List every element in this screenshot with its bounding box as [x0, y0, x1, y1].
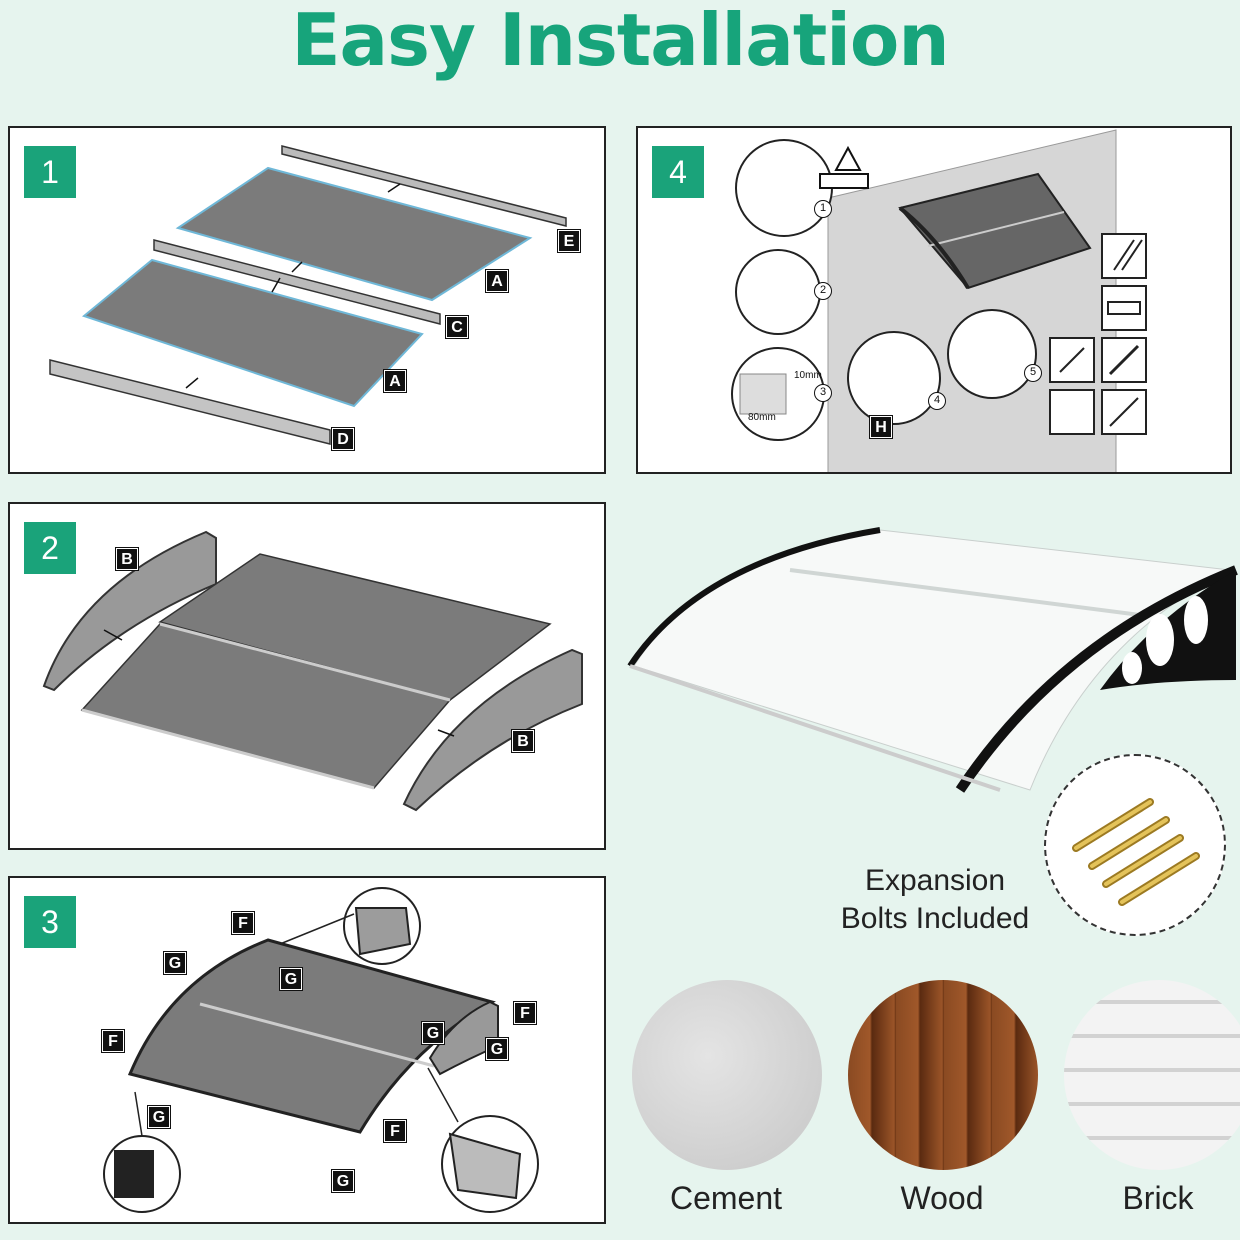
part-label-g-5: G [147, 1105, 171, 1129]
part-label-d: D [331, 427, 355, 451]
step-2-diagram [42, 530, 583, 812]
part-label-g-4: G [485, 1037, 509, 1061]
sub-step-5: 5 [1024, 364, 1042, 382]
step-2-panel: 2 B B [8, 502, 606, 850]
page-title: Easy Installation [291, 0, 949, 82]
depth-dimension: 10mm [794, 370, 822, 381]
step-number-1: 1 [24, 146, 76, 198]
part-label-g-6: G [331, 1169, 355, 1193]
brick-texture [1064, 980, 1240, 1170]
part-label-g-3: G [421, 1021, 445, 1045]
material-label-brick: Brick [1122, 1180, 1194, 1216]
part-label-g-2: G [279, 967, 303, 991]
sub-step-1: 1 [814, 200, 832, 218]
material-label-wood: Wood [900, 1180, 984, 1216]
step-number-4: 4 [652, 146, 704, 198]
step-3-diagram [103, 887, 539, 1213]
part-label-f-1: F [231, 911, 255, 935]
sub-step-2: 2 [814, 282, 832, 300]
part-label-g-1: G [163, 951, 187, 975]
material-label-cement: Cement [669, 1180, 783, 1216]
part-label-h: H [869, 415, 893, 439]
step-4-diagram [731, 129, 1147, 472]
step-4-panel: 4 1 2 3 4 5 10mm 80mm H [636, 126, 1232, 474]
part-label-f-4: F [383, 1119, 407, 1143]
step-1-panel: 1 E A C A D [8, 126, 606, 474]
sub-step-3: 3 [814, 384, 832, 402]
step-number-3: 3 [24, 896, 76, 948]
part-label-b-right: B [511, 729, 535, 753]
part-label-e: E [557, 229, 581, 253]
expansion-bolts-image [1044, 754, 1226, 936]
part-label-b-left: B [115, 547, 139, 571]
wood-texture [848, 980, 1038, 1170]
step-number-2: 2 [24, 522, 76, 574]
step-1-diagram [49, 145, 567, 445]
part-label-f-3: F [101, 1029, 125, 1053]
part-label-c: C [445, 315, 469, 339]
part-label-f-2: F [513, 1001, 537, 1025]
sub-step-4: 4 [928, 392, 946, 410]
part-label-a-lower: A [383, 369, 407, 393]
part-label-a-upper: A [485, 269, 509, 293]
cement-texture [632, 980, 822, 1170]
step-3-panel: 3 F G G F G G F G F G [8, 876, 606, 1224]
expansion-bolts-label: Expansion Bolts Included [840, 864, 1030, 935]
spacing-dimension: 80mm [748, 412, 776, 423]
